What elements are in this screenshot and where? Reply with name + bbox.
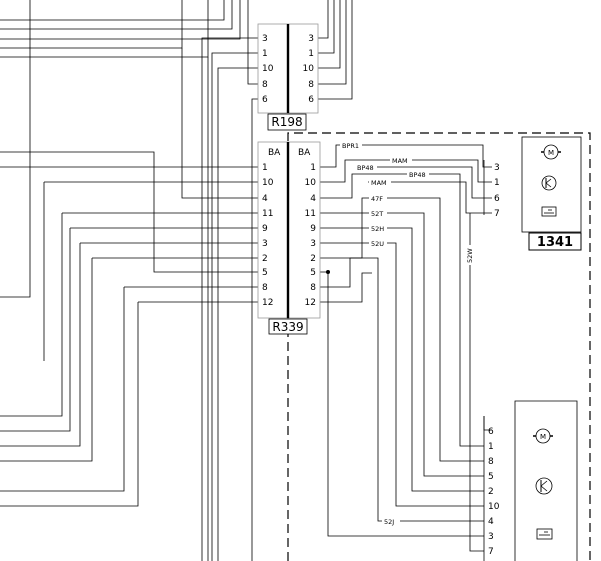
wire-label: 47F <box>371 195 383 203</box>
r339-right-pin: 9 <box>310 224 316 234</box>
r198-left-pin: 10 <box>262 64 274 74</box>
module-lower-pin: 3 <box>488 532 494 542</box>
connector-r339: BA BA 1 10 4 11 9 3 2 5 8 12 1 10 4 11 9… <box>257 141 321 335</box>
svg-text:M: M <box>540 433 546 441</box>
module-lower-pin: 1 <box>488 442 494 452</box>
r198-label: R198 <box>271 115 302 129</box>
r339-right-pin: 5 <box>310 268 316 278</box>
r198-right-pin: 1 <box>308 49 314 59</box>
motor-icon: M <box>533 428 553 444</box>
r339-left-pin: 10 <box>262 178 274 188</box>
module-lower-pin: 7 <box>488 547 494 557</box>
wire-labels: BPR1 MAM BP48 MAM BP48 47F 52T 52H 52U 5… <box>340 141 474 526</box>
r198-left-pin: 3 <box>262 34 268 44</box>
module-lower-pin: 8 <box>488 457 494 467</box>
r339-left-pin: 2 <box>262 254 268 264</box>
svg-text:M: M <box>548 149 554 157</box>
r339-left-pin: 12 <box>262 298 273 308</box>
module-1341: 3 1 6 7 M 1341 <box>483 136 582 251</box>
wire-label: 52H <box>371 225 384 233</box>
wire-label: 52J <box>384 518 394 526</box>
module-1341-pin: 1 <box>494 178 500 188</box>
r339-right-pin: 10 <box>305 178 317 188</box>
transistor-icon <box>535 477 553 495</box>
r339-right-pin: 3 <box>310 239 316 249</box>
r339-left-pin: 9 <box>262 224 268 234</box>
r198-right-pin: 8 <box>308 80 314 90</box>
r339-right-header: BA <box>298 148 311 158</box>
r339-right-pin: 11 <box>305 209 316 219</box>
r339-left-header: BA <box>268 148 281 158</box>
r339-output-wires <box>320 144 492 552</box>
wire-label: 52U <box>371 240 384 248</box>
r339-left-pin: 8 <box>262 283 268 293</box>
r339-left-pin: 11 <box>262 209 273 219</box>
wire-label: MAM <box>371 179 387 187</box>
r198-output-wires <box>318 0 353 100</box>
r198-right-pin: 6 <box>308 95 314 105</box>
module-lower-pin: 2 <box>488 487 494 497</box>
transistor-icon <box>541 175 557 191</box>
r339-input-wires <box>0 0 258 507</box>
sensor-icon <box>536 528 553 540</box>
wire-label: BP48 <box>357 164 374 172</box>
r339-right-pin: 1 <box>310 163 316 173</box>
module-1341-pin: 3 <box>494 163 500 173</box>
r339-right-pin: 2 <box>310 254 316 264</box>
r339-left-pin: 4 <box>262 194 268 204</box>
r339-right-pin: 4 <box>310 194 316 204</box>
motor-icon: M <box>541 144 561 160</box>
r339-label: R339 <box>272 320 303 334</box>
r339-right-pin: 8 <box>310 283 316 293</box>
r339-left-pin: 3 <box>262 239 268 249</box>
module-1341-pin: 7 <box>494 209 500 219</box>
wire-label: BPR1 <box>342 142 359 150</box>
module-lower-pin: 6 <box>488 427 494 437</box>
r198-right-pin: 10 <box>303 64 315 74</box>
module-lower: 6 1 8 5 2 10 4 3 7 M <box>483 400 578 561</box>
r198-right-pin: 3 <box>308 34 314 44</box>
r198-left-pin: 6 <box>262 95 268 105</box>
r198-left-pin: 8 <box>262 80 268 90</box>
module-1341-pin: 6 <box>494 194 500 204</box>
r198-input-wires <box>0 0 258 561</box>
sensor-icon <box>541 206 557 217</box>
wire-label: 52T <box>371 210 383 218</box>
wire-label: 52W <box>466 248 474 263</box>
r339-right-pin: 12 <box>305 298 316 308</box>
wire-label: BP48 <box>409 171 426 179</box>
module-lower-pin: 10 <box>488 502 500 512</box>
module-lower-pin: 5 <box>488 472 494 482</box>
module-1341-ref: 1341 <box>537 235 573 250</box>
r339-left-pin: 1 <box>262 163 268 173</box>
r198-left-pin: 1 <box>262 49 268 59</box>
wire-label: MAM <box>392 157 408 165</box>
connector-r198: 3 1 10 8 6 3 1 10 8 6 R198 <box>257 23 319 131</box>
module-lower-pin: 4 <box>488 517 494 527</box>
r339-left-pin: 5 <box>262 268 268 278</box>
module-area-boundary <box>287 132 591 561</box>
